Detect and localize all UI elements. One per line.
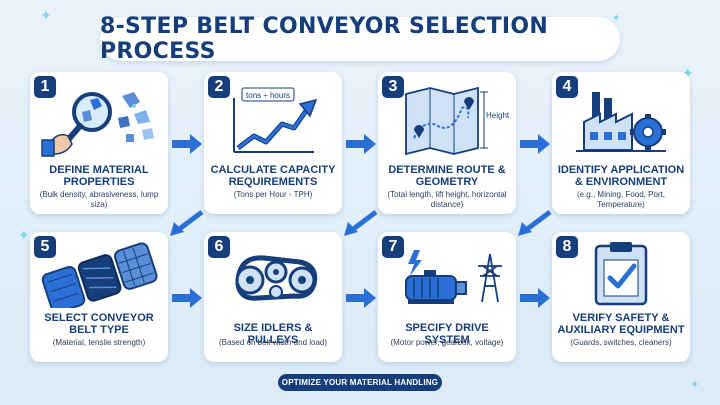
step-card-5: 5 SELECT CONVEYOR BELT TYPE (Material, t…	[30, 232, 168, 362]
step-title: IDENTIFY APPLICATION & ENVIRONMENT	[557, 164, 685, 188]
page-title: 8-STEP BELT CONVEYOR SELECTION PROCESS	[100, 14, 549, 64]
height-label: Height	[486, 111, 510, 120]
step-number: 6	[208, 236, 230, 258]
step-description: (Material, tenslie strength)	[52, 338, 146, 347]
checklist-clipboard-icon	[594, 242, 648, 306]
factory-gear-icon	[576, 92, 666, 152]
motor-pylon-icon	[405, 250, 502, 304]
sparkle-icon: ✦	[612, 13, 621, 24]
step-number: 3	[382, 76, 404, 98]
step-card-2: tons ÷ hours 2 CALCULATE CAPACITY REQUIR…	[204, 72, 342, 214]
sparkle-icon: ✦	[40, 7, 52, 23]
step-card-6: 6 SIZE IDLERS & PULLEYS (Based on belt w…	[204, 232, 342, 362]
step-description: (e.g., Mining, Food, Port, Temperature)	[576, 190, 666, 209]
step-title: DEFINE MATERIAL PROPERTIES	[49, 164, 149, 188]
route-map-icon: Height	[405, 86, 510, 156]
step-title: VERIFY SAFETY & AUXILIARY EQUIPMENT	[557, 312, 685, 336]
right-arrow-icon	[520, 134, 550, 154]
step-card-8: 8 VERIFY SAFETY & AUXILIARY EQUIPMENT (G…	[552, 232, 690, 362]
step-title: SIZE IDLERS & PULLEYS	[233, 322, 313, 346]
conveyor-belts-icon	[41, 242, 158, 308]
step-title: SELECT CONVEYOR BELT TYPE	[44, 312, 154, 336]
step-number: 7	[382, 236, 404, 258]
step-title: CALCULATE CAPACITY REQUIREMENTS	[210, 164, 336, 188]
right-arrow-icon	[346, 134, 376, 154]
pulleys-icon	[235, 255, 318, 301]
diagonal-arrow-icon	[170, 210, 204, 236]
step-title: SPECIFY DRIVE SYSTEM	[405, 322, 489, 346]
step-description: (Bulk density, abrasiveness, lump siza)	[39, 190, 159, 209]
step-card-1: 1 DEFINE MATERIAL PROPERTIES (Bulk densi…	[30, 72, 168, 214]
magnifier-rocks-icon	[41, 92, 154, 157]
right-arrow-icon	[172, 134, 202, 154]
footer-text: OPTIMIZE YOUR MATERIAL HANDLING	[281, 378, 439, 387]
step-card-7: 7 SPECIFY DRIVE SYSTEM (Motor power, gea…	[378, 232, 516, 362]
step-number: 4	[556, 76, 578, 98]
step-description: (Tons per Hour - TPH)	[233, 190, 313, 199]
chart-formula-label: tons ÷ hours	[246, 91, 290, 100]
step-number: 2	[208, 76, 230, 98]
step-description: (Total length, lift height, horizontal d…	[387, 190, 507, 209]
right-arrow-icon	[520, 288, 550, 308]
title-banner: 8-STEP BELT CONVEYOR SELECTION PROCESS	[100, 14, 620, 64]
step-description: (Based on belt width and load)	[218, 338, 328, 347]
diagonal-arrow-icon	[344, 210, 378, 236]
step-number: 8	[556, 236, 578, 258]
step-description: (Guards, switches, cleaners)	[570, 338, 672, 347]
step-number: 5	[34, 236, 56, 258]
sparkle-icon: ✦	[682, 65, 694, 81]
sparkle-icon: ✦	[18, 227, 30, 243]
right-arrow-icon	[172, 288, 202, 308]
step-card-3: Height 3 DETERMINE ROUTE & GEOMETRY (Tot…	[378, 72, 516, 214]
rising-chart-icon: tons ÷ hours	[233, 87, 318, 153]
footer-banner: OPTIMIZE YOUR MATERIAL HANDLING	[278, 374, 442, 391]
diagonal-arrow-icon	[518, 210, 552, 236]
step-description: (Motor power, gearbox, voltage)	[390, 338, 504, 347]
step-title: DETERMINE ROUTE & GEOMETRY	[388, 164, 506, 188]
right-arrow-icon	[346, 288, 376, 308]
step-card-4: 4 IDENTIFY APPLICATION & ENVIRONMENT (e.…	[552, 72, 690, 214]
sparkle-icon: ✦	[690, 379, 700, 391]
step-number: 1	[34, 76, 56, 98]
